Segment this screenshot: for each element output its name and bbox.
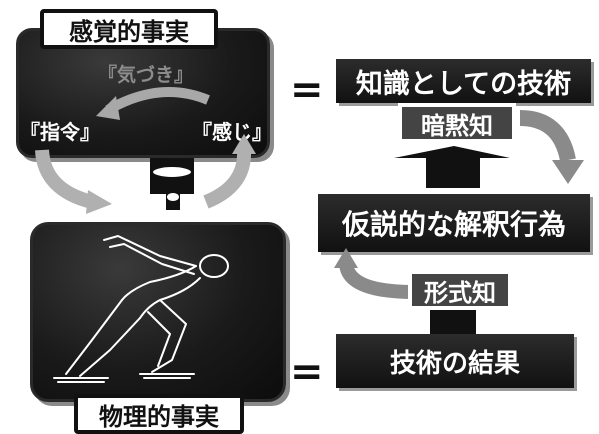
equals-bottom: = bbox=[290, 349, 324, 395]
equals-top: = bbox=[290, 67, 324, 113]
technique-as-knowledge-box: 知識としての技術 bbox=[336, 59, 591, 103]
sensory-fact-title: 感覚的事実 bbox=[40, 9, 218, 49]
feeling-label: 『感じ』 bbox=[192, 120, 272, 144]
explicit-knowledge-label: 形式知 bbox=[408, 270, 512, 310]
hypothetical-interpretation-box: 仮説的な解釈行為 bbox=[318, 194, 590, 252]
tacit-knowledge-label: 暗黙知 bbox=[398, 103, 516, 143]
result-of-technique-box: 技術の結果 bbox=[336, 334, 574, 388]
notice-label: 『気づき』 bbox=[98, 64, 194, 86]
command-label: 『指令』 bbox=[20, 120, 100, 144]
